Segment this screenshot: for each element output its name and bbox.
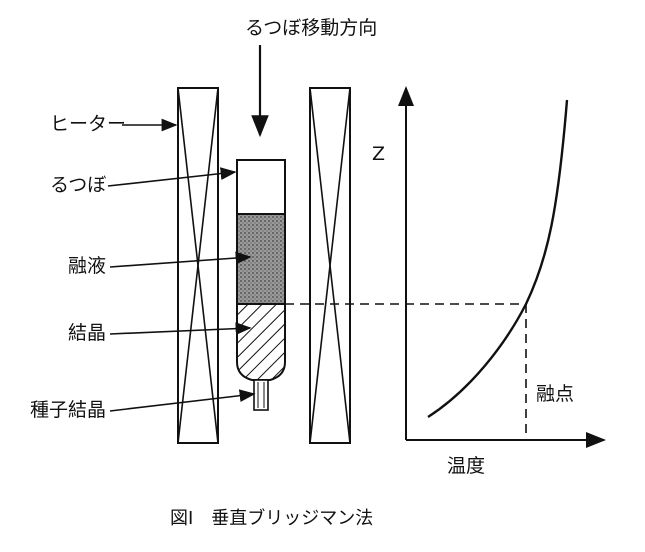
seed-crystal-label: 種子結晶 xyxy=(30,399,106,421)
z-axis-label: Z xyxy=(372,143,385,165)
melting-point-label: 融点 xyxy=(536,383,574,405)
crystal-region xyxy=(236,303,286,381)
crucible-leader xyxy=(107,167,237,187)
temperature-profile-curve xyxy=(427,99,569,419)
seed-crystal xyxy=(253,379,269,411)
melt-region xyxy=(236,213,286,305)
seed-crystal-leader xyxy=(109,389,256,412)
crucible-empty-part xyxy=(236,159,286,215)
crucible-label: るつぼ xyxy=(50,174,106,196)
heater-label: ヒーター xyxy=(50,113,126,135)
heater-left xyxy=(177,87,219,444)
melt-leader xyxy=(109,251,252,268)
figure-caption: 図Ⅰ 垂直ブリッジマン法 xyxy=(170,507,373,529)
melt-label: 融液 xyxy=(68,255,106,277)
direction-label: るつぼ移動方向 xyxy=(245,17,377,39)
temperature-label: 温度 xyxy=(447,455,485,477)
crystal-label: 結晶 xyxy=(68,322,106,344)
heater-right xyxy=(309,87,351,444)
crucible xyxy=(236,159,286,411)
crystal-leader xyxy=(109,322,252,336)
